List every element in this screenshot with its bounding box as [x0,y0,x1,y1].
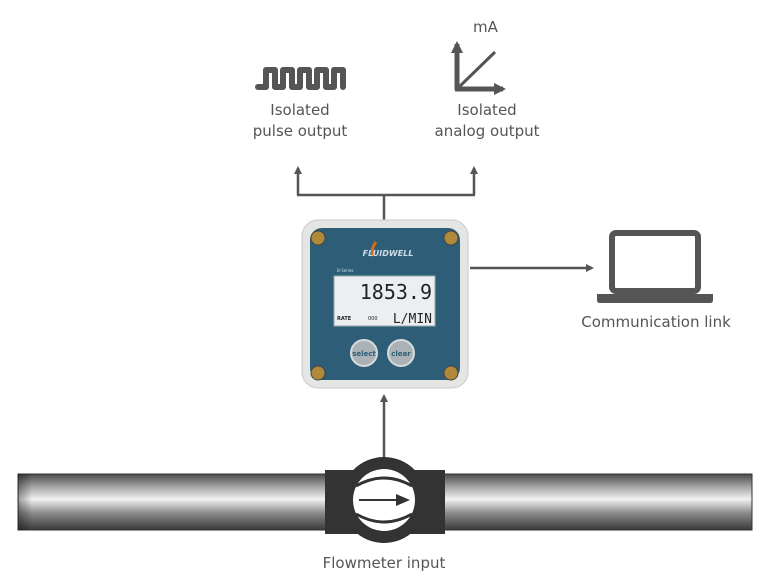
display-mode: RATE [337,316,352,322]
brand-logo-icon [370,241,378,257]
analog-output: mA Isolated analog output [435,18,540,140]
communication-label: Communication link [581,313,731,331]
analog-unit-label: mA [473,18,499,36]
square-wave-icon [255,67,346,90]
display-value: 1853.9 [360,280,432,304]
select-button[interactable]: select [350,339,378,367]
lcd-display [333,275,436,327]
flow-rate-indicator-device: FLUIDWELL B-Series 1853.9 000 L/MIN RATE… [301,219,469,389]
pulse-label-line2: pulse output [253,122,348,140]
pulse-output: Isolated pulse output [253,67,348,140]
laptop-icon [597,230,713,303]
clear-button[interactable]: clear [387,339,415,367]
analog-label-line1: Isolated [457,101,516,119]
output-connector-arrows [294,166,478,222]
flowmeter-label: Flowmeter input [323,554,446,572]
display-multiplier: 000 [368,316,378,322]
analog-label-line2: analog output [435,122,540,140]
analog-graph-icon [451,41,506,95]
pulse-label-line1: Isolated [270,101,329,119]
screw-icon [310,230,459,381]
select-label: select [352,350,376,358]
series-label: B-Series [337,268,354,273]
display-unit: L/MIN [393,312,432,327]
brand-logo: FLUIDWELL [363,249,414,258]
clear-label: clear [391,350,411,358]
flowmeter-icon [325,457,445,543]
